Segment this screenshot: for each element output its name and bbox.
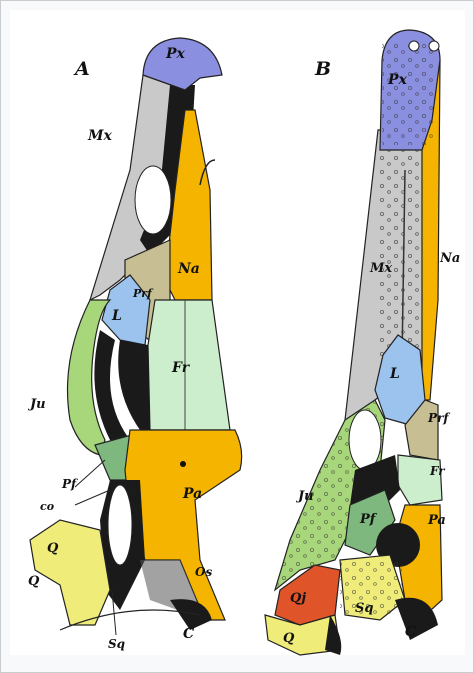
label-pa-b: Pa (427, 513, 446, 528)
label-fr-b: Fr (429, 464, 446, 478)
label-q-b: Q (283, 631, 295, 646)
label-na-a: Na (177, 261, 200, 277)
label-l-a: L (111, 308, 122, 324)
label-sq-a: Sq (108, 637, 125, 651)
label-qj-b: Qj (290, 591, 306, 606)
label-px-a: Px (165, 46, 186, 62)
label-mx-a: Mx (87, 128, 112, 144)
label-q1-a: Q (47, 541, 59, 556)
label-co-a: co (40, 500, 54, 513)
label-c-b: C (405, 624, 416, 640)
label-px-b: Px (387, 72, 408, 88)
label-l-b: L (389, 366, 400, 382)
label-pa-a: Pa (182, 486, 202, 502)
skull-a (30, 38, 242, 630)
panel-label-b: B (314, 58, 331, 80)
label-c-a: C (183, 626, 194, 642)
label-ju-b: Ju (295, 489, 314, 504)
label-ju-a: Ju (27, 397, 46, 412)
label-sq-b: Sq (355, 601, 373, 616)
label-pf-b: Pf (359, 512, 378, 527)
frontal-b (398, 455, 442, 505)
label-os-a: Os (195, 565, 212, 579)
label-mx-b: Mx (369, 261, 392, 276)
label-pf-a: Pf (61, 477, 78, 491)
label-prf-b: Prf (427, 411, 450, 425)
quadrate-a (30, 520, 110, 625)
skull-b (265, 30, 442, 655)
panel-label-a: A (73, 58, 90, 80)
label-q2-a: Q (28, 574, 40, 589)
label-fr-a: Fr (171, 360, 191, 376)
label-na-b: Na (439, 251, 460, 266)
label-prf-a: Prf (132, 287, 154, 300)
